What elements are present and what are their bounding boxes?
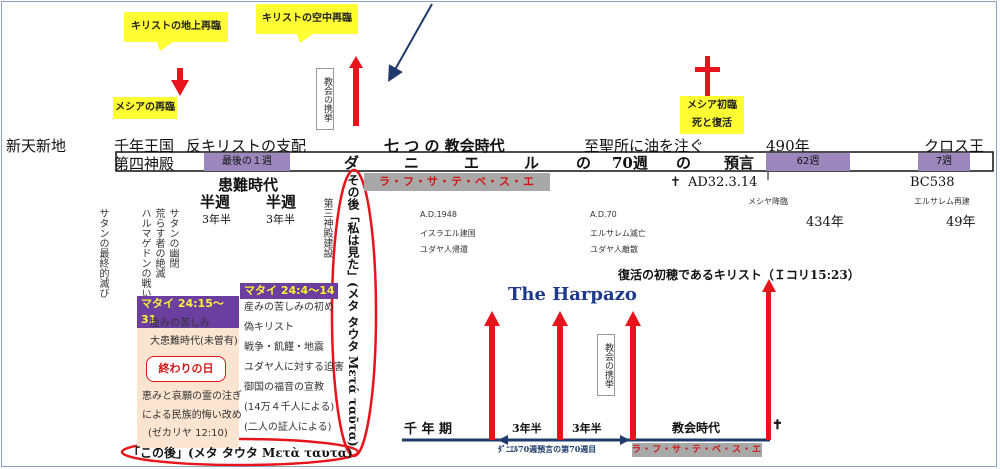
label-anoint-holy-of-holies: 至聖所に油を注ぐ xyxy=(584,137,705,155)
d-title-char: ダ xyxy=(344,154,360,172)
label-church-age-bottom: 教会時代 xyxy=(672,421,721,435)
d-title-char: 預言 xyxy=(724,154,755,172)
label-new-heaven-earth: 新天新地 xyxy=(6,137,67,155)
church-rapture-box-top: 教会の携挙 xyxy=(316,68,334,130)
note-messiah-return: メシアの再臨 xyxy=(113,97,177,119)
label-ad70: A.D.70 xyxy=(590,210,617,219)
label-half-week-1: 半週 xyxy=(200,193,231,211)
callout-earthly-tail xyxy=(156,40,176,51)
daniel-70-weeks-title: ダ ニ エ ル の 70週 の 預言 xyxy=(330,152,764,172)
label-armageddon: ハルマゲドンの戦い xyxy=(139,208,150,298)
meta-tauta-horizontal-ellipse xyxy=(120,437,360,467)
label-3-5-years-2: 3年半 xyxy=(266,213,295,226)
d-title-char: ニ xyxy=(404,154,420,172)
matt1-line: による民族的悔い改め xyxy=(142,410,242,421)
label-satan-imprisoned: サタンの幽閉 xyxy=(167,208,178,268)
note-messiah-first-line2: 死と復活 xyxy=(692,118,732,129)
label-434-years: 434年 xyxy=(806,215,844,230)
label-king-cyrus: クロス王 xyxy=(924,137,985,155)
note-messiah-first-coming: メシア初臨死と復活 xyxy=(680,96,744,134)
label-3-5-years-bottom-2: 3年半 xyxy=(572,422,602,435)
end-of-days-label: 終わりの日 xyxy=(146,356,226,382)
aerial-return-up-arrow xyxy=(349,56,363,126)
label-millennium-bottom: 千 年 期 xyxy=(404,422,453,437)
matthew-24-15-header: マタイ 24:15〜31 xyxy=(137,296,239,328)
matt1-line: (ゼカリヤ 12:10) xyxy=(148,428,228,439)
label-israel-founded: イスラエル建国 xyxy=(420,229,476,238)
callout-earthly-return: キリストの地上再臨 xyxy=(124,12,228,42)
label-firstfruits: 復活の初穂であるキリスト（Ｉコリ15:23） xyxy=(618,268,860,282)
matt2-line: ユダヤ人に対する迫害 xyxy=(244,362,344,373)
label-jerusalem-destroyed: エルサレム滅亡 xyxy=(590,229,646,238)
label-fourth-temple: 第四神殿 xyxy=(114,155,175,173)
cross-icon-bottom: ✝ xyxy=(772,418,783,433)
label-jerusalem-rebuilt: エルサレム再建 xyxy=(914,197,970,206)
cross-icon-small: ✝ xyxy=(670,175,681,190)
label-ad1948: A.D.1948 xyxy=(420,210,457,219)
label-jews-dispersed: ユダヤ人離散 xyxy=(590,245,638,254)
matt2-line: (二人の証人による) xyxy=(244,422,332,433)
label-antichrist-rule: 反キリストの支配 xyxy=(186,137,307,155)
d-title-char: の xyxy=(576,154,592,172)
callout-aerial-return: キリストの空中再臨 xyxy=(256,4,358,34)
seven-churches-box-bottom: ラ・フ・サ・テ・ベ・ス・エ xyxy=(632,443,763,457)
matt2-line: 産みの苦しみの初め xyxy=(244,302,334,313)
label-3-5-years-1: 3年半 xyxy=(202,213,231,226)
62-weeks-box: 62週 xyxy=(766,153,850,171)
callout-aerial-tail xyxy=(296,32,316,43)
note-messiah-first-line1: メシア初臨 xyxy=(687,100,737,111)
meta-tauta-vertical-text: その後「私は見た」(メタ タウタ Μετά ταῦτα) xyxy=(346,174,360,447)
label-third-temple: 第三神殿建設 xyxy=(321,198,332,258)
label-jews-return: ユダヤ人帰還 xyxy=(420,245,468,254)
label-seven-church-ages: 七 つ の 教会時代 xyxy=(384,137,505,155)
church-rapture-box-bottom: 教会の携挙 xyxy=(597,334,615,396)
seventy-weeks-bar xyxy=(115,151,994,172)
last-week-box: 最後の１週 xyxy=(204,153,290,171)
d-title-char: エ xyxy=(464,154,480,172)
cross-icon-top xyxy=(695,56,720,96)
d-title-char: 70週 xyxy=(612,154,648,172)
matt1-line: 産みの苦しみ xyxy=(150,318,210,329)
matt2-line: (14万４千人による) xyxy=(244,402,335,413)
label-millennial-kingdom: 千年王国 xyxy=(114,137,175,155)
meta-tauta-horizontal-text: 「この後」(メタ タウタ Μετὰ ταυτα) xyxy=(128,446,353,460)
matt1-line: 大患難時代(未曽有) xyxy=(150,336,238,347)
d-title-char: の xyxy=(676,154,692,172)
rapture-pointer-arrow xyxy=(388,3,433,82)
label-tribulation: 患難時代 xyxy=(218,176,279,194)
matt2-line: 御国の福音の宣教 xyxy=(244,382,324,393)
matt2-line: 偽キリスト xyxy=(244,322,294,333)
label-satan-final-destruction: サタンの最終的滅び xyxy=(97,208,108,298)
label-bc538: BC538 xyxy=(910,175,955,190)
label-ad-date: AD32.3.14 xyxy=(688,175,758,190)
matthew-24-4-header: マタイ 24:4〜14 xyxy=(240,283,338,299)
label-destroyer-annihilated: 荒らす者の絶滅 xyxy=(153,208,164,278)
label-490-years: 490年 xyxy=(766,137,810,155)
seven-churches-box-top: ラ・フ・サ・テ・ベ・ス・エ xyxy=(364,173,550,191)
label-49-years: 49年 xyxy=(946,215,976,230)
7-weeks-box: 7週 xyxy=(918,153,970,171)
label-week70-bottom: ﾀﾞﾆｴﾙ70週預言の第70週目 xyxy=(498,444,597,454)
label-3-5-years-bottom-1: 3年半 xyxy=(512,422,542,435)
matt2-line: 戦争・飢饉・地震 xyxy=(244,342,324,353)
label-messiah-came: メシヤ降臨 xyxy=(748,197,788,206)
d-title-char: ル xyxy=(524,154,540,172)
label-the-harpazo: The Harpazo xyxy=(508,284,637,305)
matt1-line: 恵みと哀願の霊の注ぎ xyxy=(142,391,242,402)
bottom-red-arrows xyxy=(484,279,776,440)
earthly-return-down-arrow xyxy=(171,68,189,96)
label-half-week-2: 半週 xyxy=(266,193,297,211)
